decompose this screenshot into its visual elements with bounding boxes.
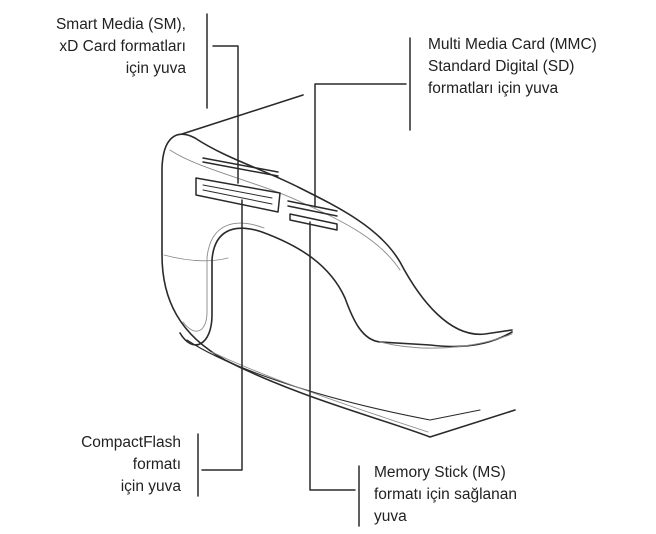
card-slots [195, 157, 338, 231]
label-line: yuva [374, 508, 407, 525]
sm-xd-slot [202, 157, 279, 177]
label-line: Multi Media Card (MMC) [428, 36, 597, 53]
label-line: CompactFlash [81, 434, 181, 451]
card-reader-device [161, 94, 516, 438]
device-outline [161, 133, 516, 438]
label-line: için yuva [125, 60, 186, 77]
thumb-recess [179, 227, 513, 348]
label-line: Memory Stick (MS) [374, 464, 506, 481]
label-line: formatı için sağlanan [374, 486, 518, 503]
label-line: formatları için yuva [428, 80, 559, 97]
mmc-sd-slot [287, 200, 338, 217]
label-memory-stick: Memory Stick (MS) formatı için sağlanan … [374, 462, 517, 528]
label-line: için yuva [120, 478, 181, 495]
label-line: Smart Media (SM), [55, 16, 186, 33]
label-line: formatı [132, 456, 181, 473]
leader-lines [197, 13, 411, 527]
label-compactflash: CompactFlash formatı için yuva [81, 432, 181, 498]
label-smart-media-xd: Smart Media (SM), xD Card formatları içi… [56, 14, 186, 80]
label-mmc-sd: Multi Media Card (MMC) Standard Digital … [428, 34, 597, 100]
label-line: xD Card formatları [59, 38, 186, 55]
label-line: Standard Digital (SD) [428, 58, 575, 75]
memory-stick-slot [289, 213, 338, 231]
compactflash-slot [195, 177, 281, 213]
